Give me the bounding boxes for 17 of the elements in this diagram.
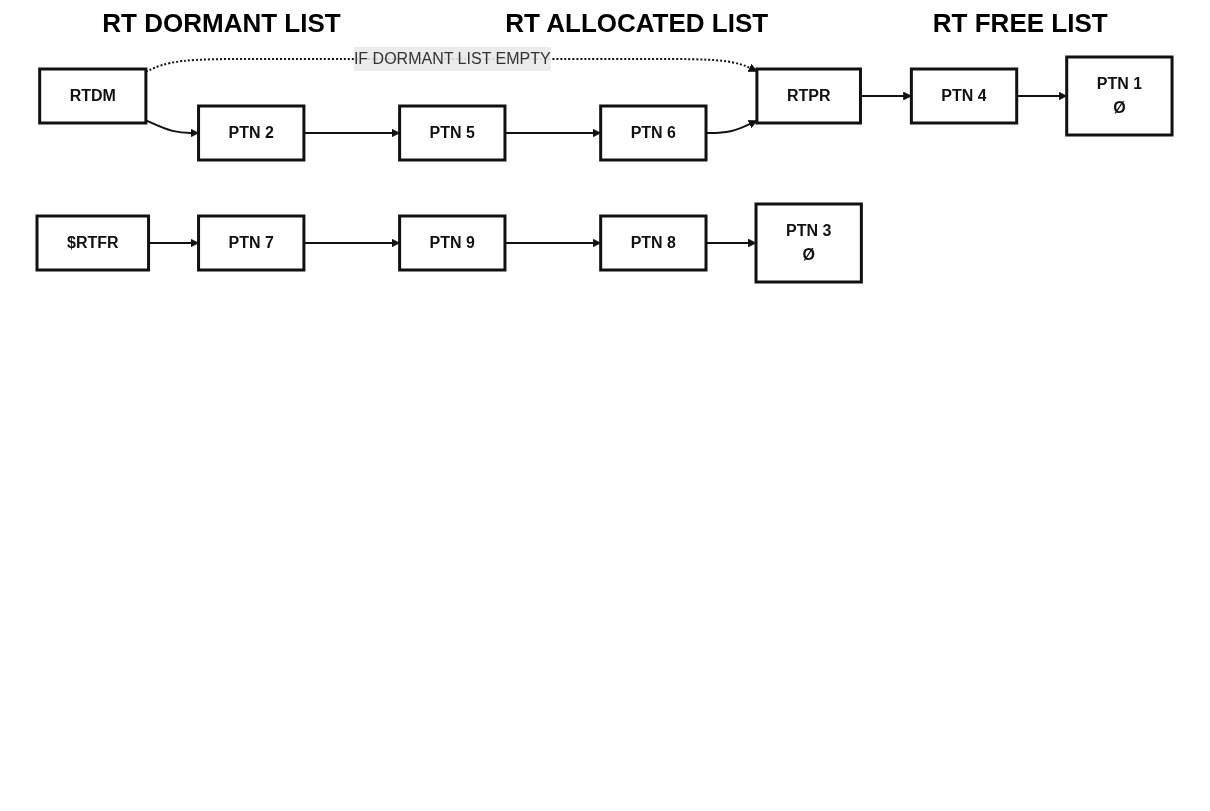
node-box: PTN 5 bbox=[398, 104, 507, 162]
arrow bbox=[145, 119, 200, 138]
node-box: PTN 4 bbox=[910, 67, 1019, 125]
list-heading: RT FREE LIST bbox=[932, 8, 1108, 39]
node-box: PTN 1 Ø bbox=[1065, 55, 1174, 137]
node-box: RTDM bbox=[38, 67, 148, 125]
node-box: $RTFR bbox=[35, 214, 151, 272]
node-box: PTN 7 bbox=[197, 214, 306, 272]
edge-label: IF DORMANT LIST EMPTY bbox=[354, 50, 552, 67]
list-heading: RT DORMANT LIST bbox=[102, 8, 341, 39]
node-box: RTPR bbox=[755, 67, 863, 125]
node-box: PTN 2 bbox=[197, 104, 306, 162]
node-box: PTN 9 bbox=[398, 214, 507, 272]
node-box: PTN 6 bbox=[599, 104, 708, 162]
node-box: PTN 8 bbox=[599, 214, 708, 272]
node-box: PTN 3 Ø bbox=[755, 202, 864, 284]
list-heading: RT ALLOCATED LIST bbox=[505, 8, 769, 39]
